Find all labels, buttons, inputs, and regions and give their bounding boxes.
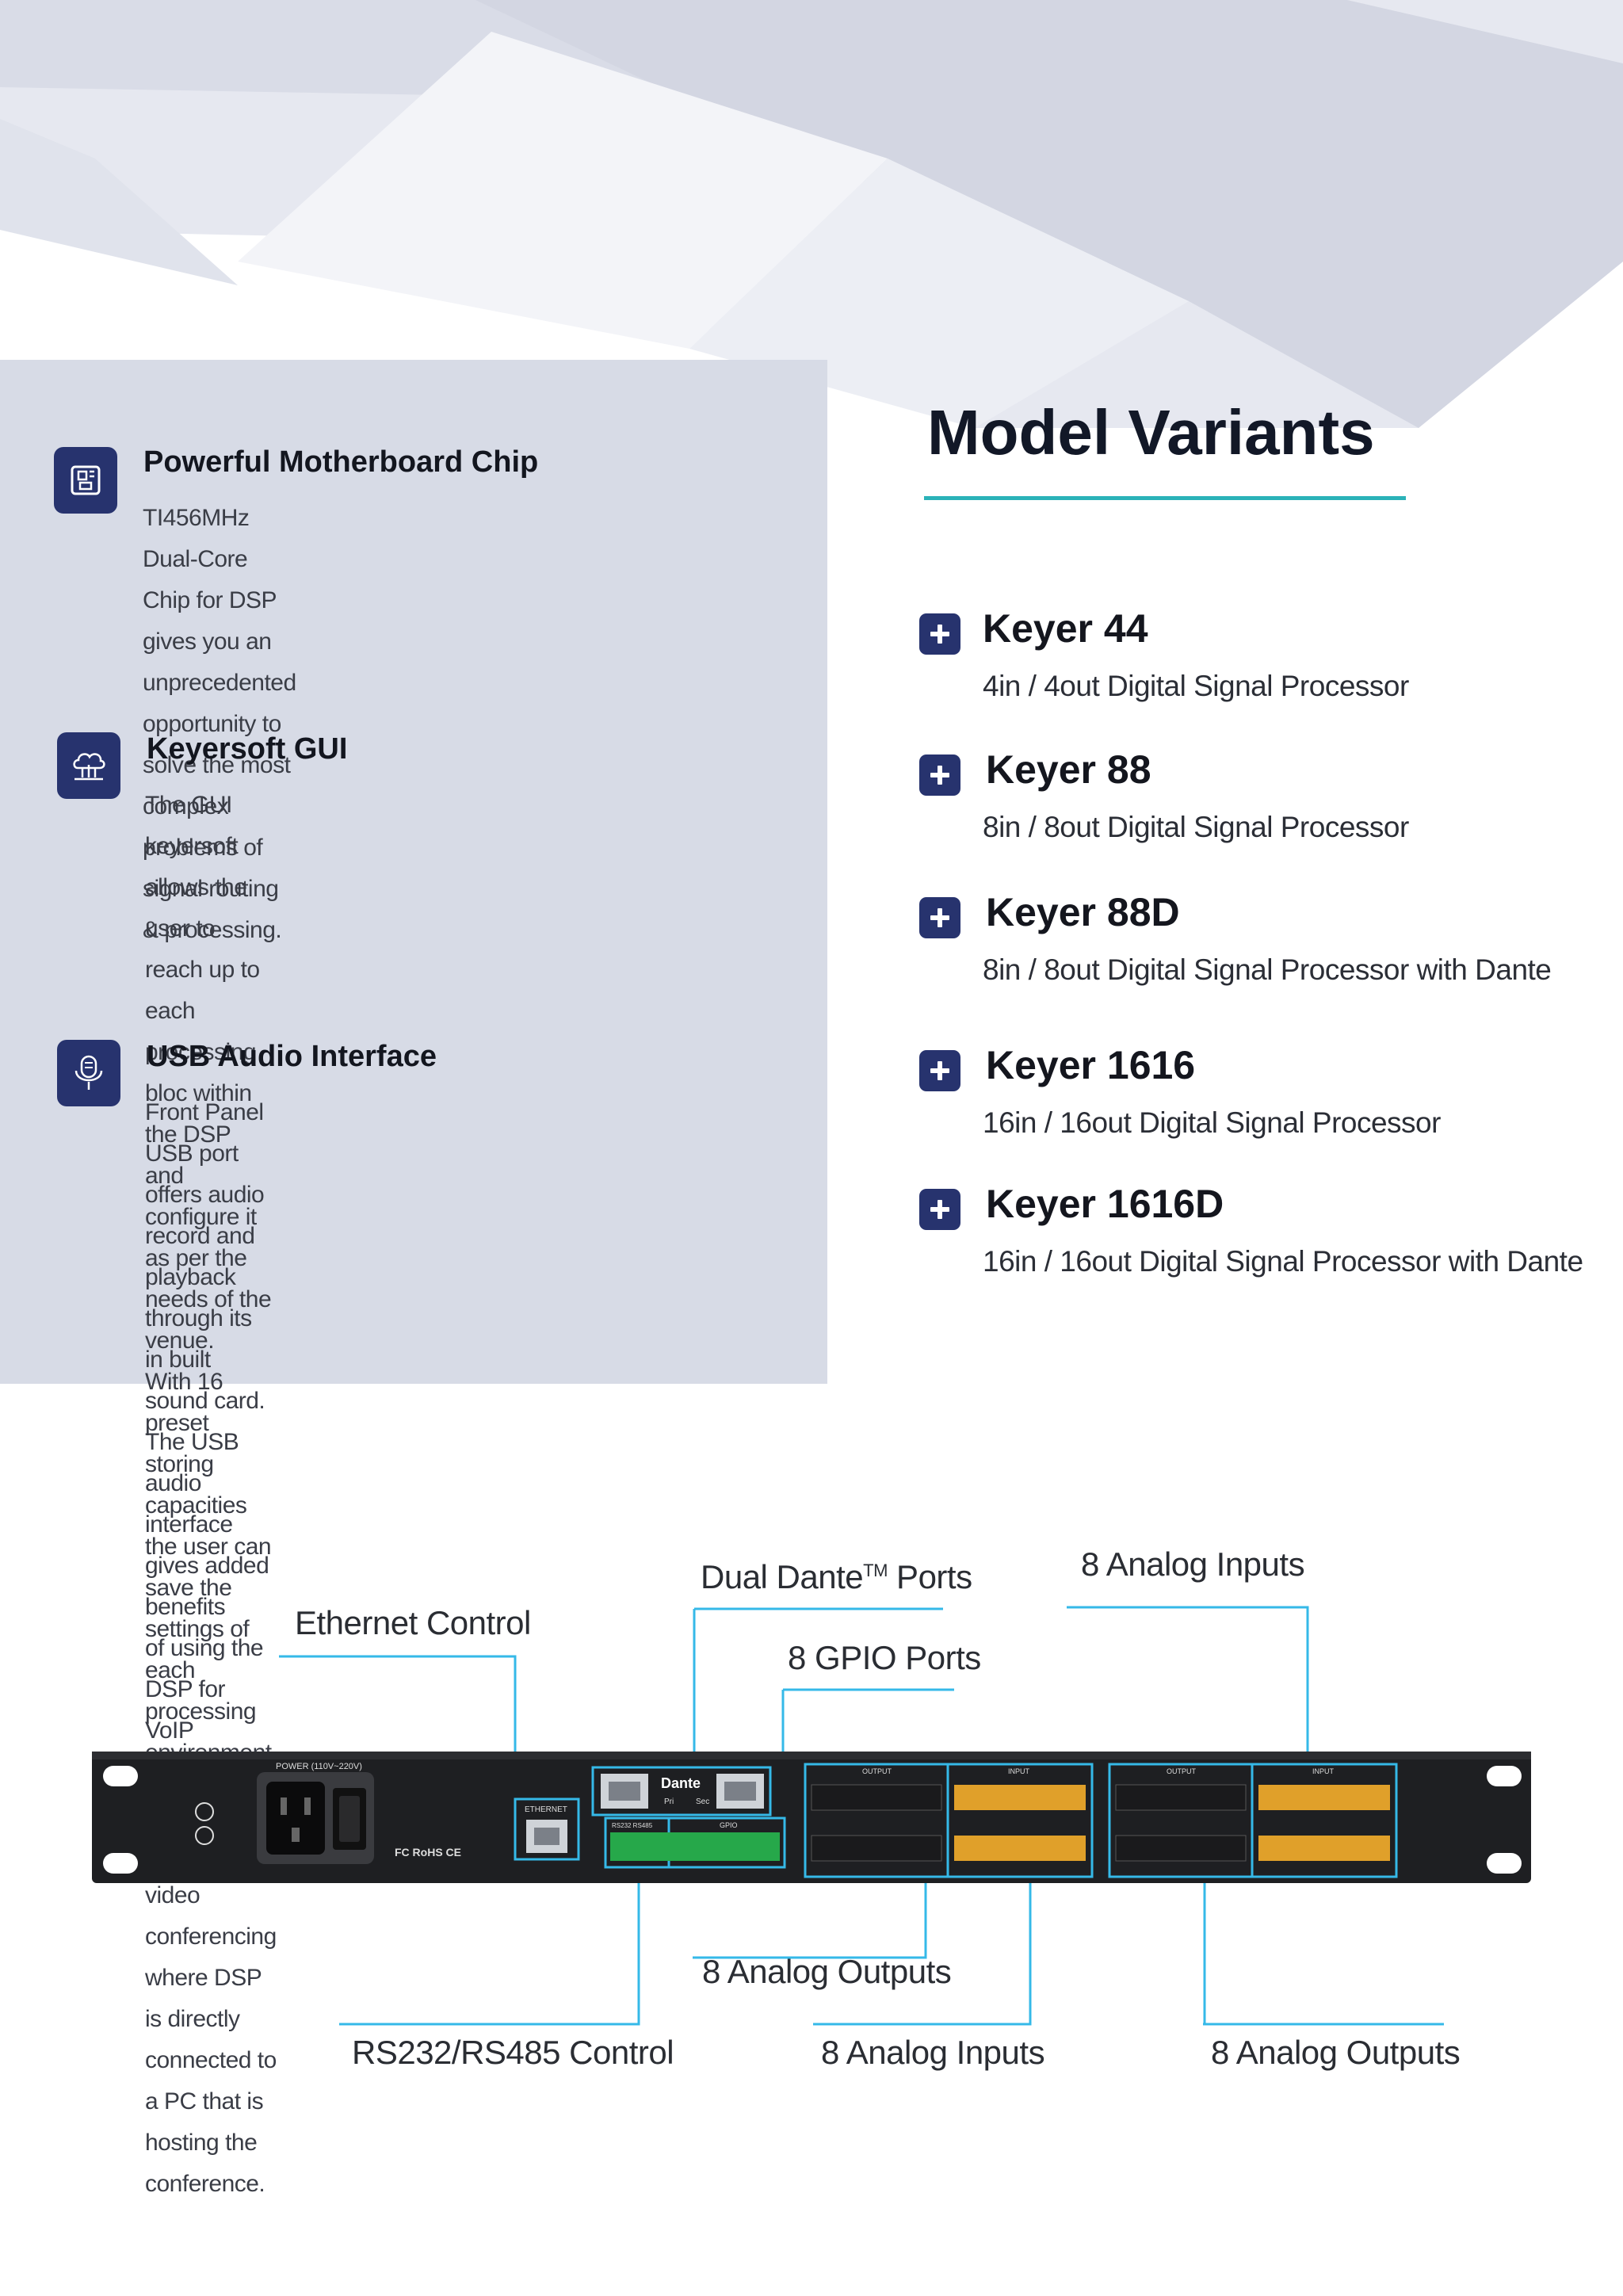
feature-line: Front Panel USB port offers audio record… xyxy=(145,1099,265,1331)
callout-analog-inputs-top: 8 Analog Inputs xyxy=(1081,1545,1305,1583)
input-label: INPUT xyxy=(1008,1767,1030,1775)
feature-line: The GUI keyersoft allows the user to rea… xyxy=(145,792,260,1065)
ethernet-label: ETHERNET xyxy=(525,1805,567,1814)
feature-line: hosting the conference. xyxy=(145,2130,265,2197)
ground-terminal xyxy=(195,1802,214,1845)
variant-description: 8in / 8out Digital Signal Processor xyxy=(983,811,1409,843)
model-variants-title: Model Variants xyxy=(927,397,1375,468)
title-underline xyxy=(924,496,1406,500)
microphone-icon xyxy=(57,1040,120,1106)
sec-label: Sec xyxy=(696,1797,709,1806)
feature-line: TI456MHz Dual-Core Chip for DSP gives yo… xyxy=(143,505,296,696)
variant-name: Keyer 88D xyxy=(986,890,1180,934)
plus-icon xyxy=(919,1050,960,1091)
gpio-label: GPIO xyxy=(720,1821,738,1829)
variant-description: 8in / 8out Digital Signal Processor with… xyxy=(983,953,1552,986)
power-socket xyxy=(266,1782,325,1855)
variant-name: Keyer 1616D xyxy=(986,1182,1224,1226)
plus-icon xyxy=(919,897,960,938)
callout-ethernet-control: Ethernet Control xyxy=(295,1604,531,1641)
rear-panel: POWER (110V~220V) FC RoHS CE ETHERNET Da… xyxy=(92,1752,1531,1883)
plus-icon xyxy=(919,1189,960,1230)
gui-icon xyxy=(57,732,120,799)
output-label: OUTPUT xyxy=(862,1767,892,1775)
variant-description: 16in / 16out Digital Signal Processor wi… xyxy=(983,1245,1583,1278)
input-block-1 xyxy=(946,1763,1094,1878)
feature-title: USB Audio Interface xyxy=(147,1040,437,1073)
feature-line: & processing. xyxy=(143,917,282,943)
variant-description: 16in / 16out Digital Signal Processor xyxy=(983,1106,1441,1139)
feature-description: TI456MHz Dual-Core Chip for DSP gives yo… xyxy=(143,498,296,951)
feature-line: bloc within the DSP and configure it as … xyxy=(145,1080,272,1354)
chip-icon xyxy=(54,447,117,514)
variant-name: Keyer 44 xyxy=(983,606,1148,651)
callout-analog-outputs-mid: 8 Analog Outputs xyxy=(702,1953,952,1990)
pri-label: Pri xyxy=(664,1797,674,1806)
feature-line: opportunity to solve the most complex pr… xyxy=(143,711,291,902)
power-label: POWER (110V~220V) xyxy=(276,1762,362,1771)
feature-title: Powerful Motherboard Chip xyxy=(143,445,539,479)
rack-ear-holes xyxy=(103,1766,1522,1874)
feature-line: in built sound card. The USB audio inter… xyxy=(145,1347,269,1620)
variant-name: Keyer 1616 xyxy=(986,1043,1196,1087)
callout-gpio-ports: 8 GPIO Ports xyxy=(788,1639,981,1676)
variant-description: 4in / 4out Digital Signal Processor xyxy=(983,670,1409,702)
ethernet-port-box xyxy=(514,1797,580,1861)
variant-name: Keyer 88 xyxy=(986,747,1151,792)
feature-line: With 16 preset storing capacities the us… xyxy=(145,1369,272,1642)
input-block-2 xyxy=(1251,1763,1398,1878)
plus-icon xyxy=(919,613,960,655)
output-label: OUTPUT xyxy=(1167,1767,1197,1775)
callout-analog-outputs-bottom: 8 Analog Outputs xyxy=(1211,2034,1461,2071)
rs-label: RS232 RS485 xyxy=(612,1822,653,1829)
callout-analog-inputs-bottom: 8 Analog Inputs xyxy=(821,2034,1045,2071)
callout-dante-ports: Dual DanteTM Ports xyxy=(701,1558,972,1596)
input-label: INPUT xyxy=(1312,1767,1335,1775)
dante-port-box xyxy=(591,1766,772,1817)
feature-line: conferencing where DSP is directly conne… xyxy=(145,1924,277,2115)
dante-brand: Dante xyxy=(661,1775,701,1791)
dante-prefix: Dual Dante xyxy=(701,1558,864,1595)
cert-marks: FC RoHS CE xyxy=(395,1846,461,1859)
callout-rs232-control: RS232/RS485 Control xyxy=(352,2034,674,2071)
features-panel: Powerful Motherboard Chip TI456MHz Dual-… xyxy=(0,360,827,2197)
trademark: TM xyxy=(863,1561,888,1580)
feature-title: Keyersoft GUI xyxy=(147,732,348,766)
plus-icon xyxy=(919,755,960,796)
dante-suffix: Ports xyxy=(887,1558,972,1595)
